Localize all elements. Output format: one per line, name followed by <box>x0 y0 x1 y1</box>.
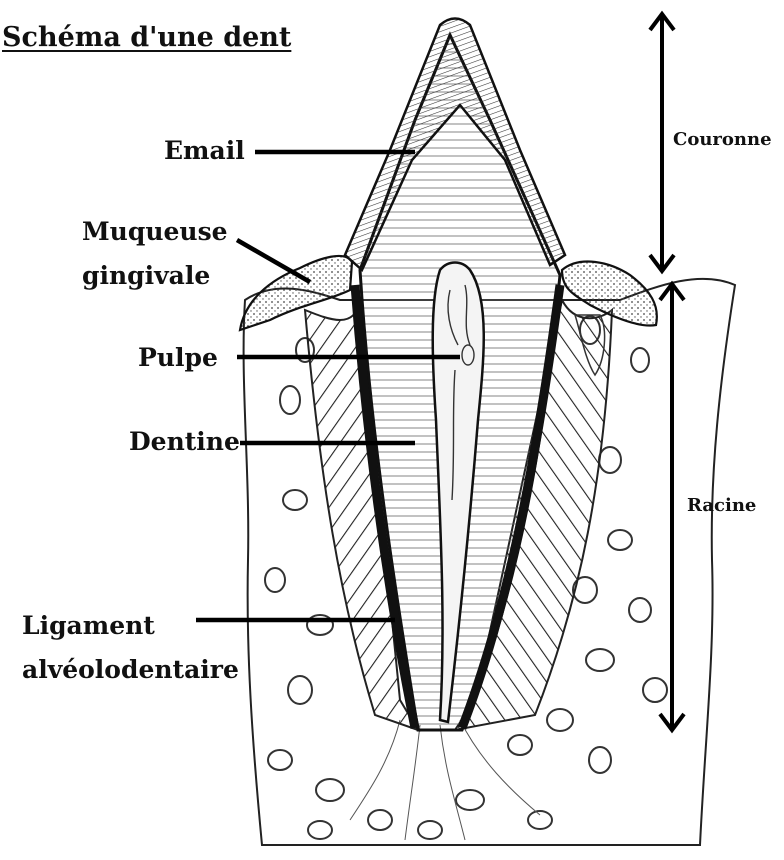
page-title: Schéma d'une dent <box>2 22 291 53</box>
label-dentine: Dentine <box>129 428 240 457</box>
label-muqueuse-line2: gingivale <box>82 262 210 291</box>
couronne-arrow <box>650 14 674 271</box>
label-ligament-line1: Ligament <box>22 612 155 641</box>
label-ligament-line2: alvéolodentaire <box>22 656 239 685</box>
label-muqueuse-line1: Muqueuse <box>82 218 228 247</box>
label-racine: Racine <box>687 496 756 517</box>
label-email: Email <box>164 137 245 166</box>
label-pulpe: Pulpe <box>138 344 218 373</box>
muqueuse-leader-line <box>237 240 310 282</box>
label-couronne: Couronne <box>673 130 772 151</box>
